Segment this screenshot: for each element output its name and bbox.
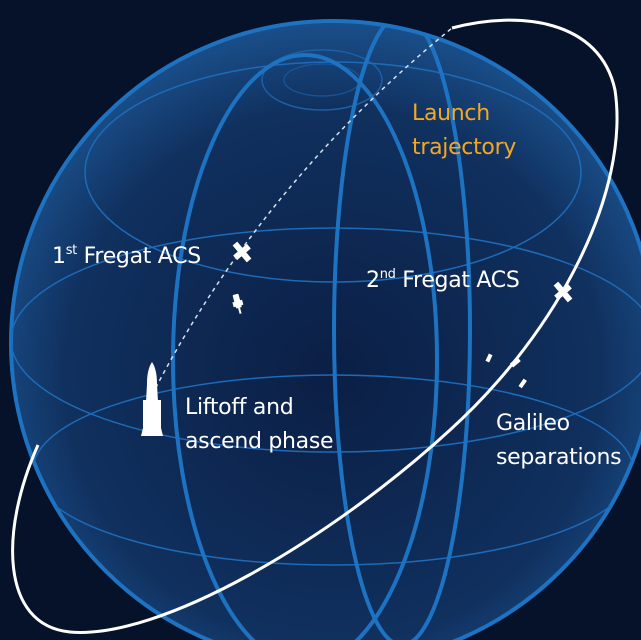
galileo-line2: separations	[496, 445, 622, 470]
fregat-acs-2-suffix: nd	[379, 267, 396, 282]
satellite-icon	[232, 241, 252, 263]
globe	[9, 19, 641, 640]
satellite-icon	[553, 281, 573, 303]
fregat-acs-1-ordinal: 1	[52, 244, 66, 269]
orbit-ellipse	[11, 18, 619, 634]
latitude-line-top	[261, 49, 383, 111]
liftoff-line1: Liftoff and	[185, 395, 294, 420]
latitude-line-mid	[11, 227, 641, 453]
rocket-icon	[141, 362, 163, 436]
galileo-label: Galileo separations	[496, 407, 622, 475]
liftoff-line2: ascend phase	[185, 429, 334, 454]
liftoff-label: Liftoff and ascend phase	[185, 391, 334, 459]
launch-trajectory-line2: trajectory	[412, 135, 517, 160]
launch-trajectory-label: Launch trajectory	[412, 97, 516, 165]
fregat-acs-1-suffix: st	[65, 243, 78, 258]
launch-trajectory-dashed	[151, 27, 453, 396]
fregat-acs-2-label: 2nd Fregat ACS	[366, 264, 520, 298]
fregat-acs-2-text: Fregat ACS	[395, 268, 520, 293]
launch-trajectory-line1: Launch	[412, 101, 490, 126]
fregat-acs-1-label: 1st Fregat ACS	[52, 240, 201, 274]
meridian-left	[171, 53, 439, 640]
meridian-right	[332, 21, 472, 640]
fregat-acs-2-ordinal: 2	[366, 268, 380, 293]
galileo-line1: Galileo	[496, 411, 570, 436]
fregat-acs-1-text: Fregat ACS	[76, 244, 202, 269]
galileo-satellite-icon	[485, 353, 527, 389]
fregat-stage-icon	[232, 293, 244, 314]
